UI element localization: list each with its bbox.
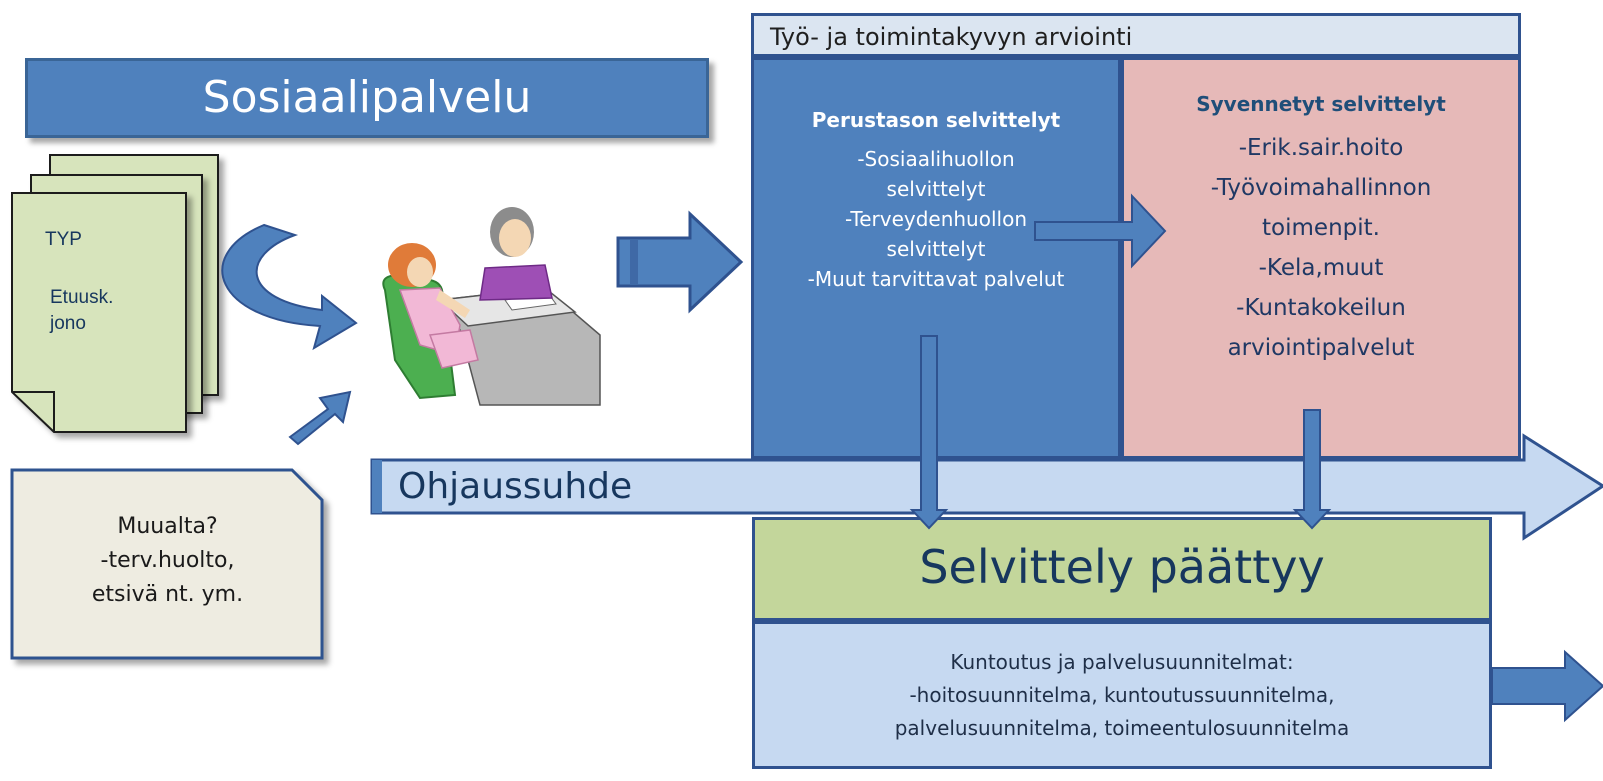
muualta-line: -terv.huolto, <box>100 548 235 573</box>
syvennetyt-item: -Kela,muut <box>1258 255 1384 281</box>
assessment-header: Työ- ja toimintakyvyn arviointi <box>751 13 1521 57</box>
perustaso-title: Perustason selvittelyt <box>811 108 1061 132</box>
perustaso-panel: Perustason selvittelyt -Sosiaalihuollon … <box>751 57 1121 459</box>
assessment-title: Työ- ja toimintakyvyn arviointi <box>770 23 1133 51</box>
perustaso-item: -Sosiaalihuollon <box>857 147 1015 171</box>
syvennetyt-list: -Erik.sair.hoito -Työvoimahallinnon toim… <box>1124 128 1518 368</box>
muualta-line: Muualta? <box>117 514 218 539</box>
syvennetyt-title: Syvennetyt selvittelyt <box>1196 92 1446 116</box>
meeting-illustration <box>365 187 601 409</box>
doc-label-jono: jono <box>50 313 86 334</box>
perustaso-item: -Terveydenhuollon <box>845 207 1027 231</box>
perustaso-list: -Sosiaalihuollon selvittelyt -Terveydenh… <box>754 144 1118 294</box>
syvennetyt-item: arviointipalvelut <box>1227 335 1415 361</box>
sosiaalipalvelu-banner: Sosiaalipalvelu <box>25 58 709 138</box>
doc-label-etuusk: Etuusk. <box>50 287 114 308</box>
selvittely-title: Selvittely päättyy <box>919 540 1325 594</box>
syvennetyt-item: -Työvoimahallinnon <box>1210 175 1432 201</box>
muualta-box-shape <box>10 468 324 660</box>
diagonal-arrow <box>288 390 352 446</box>
muualta-text: Muualta? -terv.huolto, etsivä nt. ym. <box>15 510 320 612</box>
muualta-line: etsivä nt. ym. <box>91 582 244 607</box>
document-stack <box>11 154 219 433</box>
perustaso-item: selvittelyt <box>886 237 986 261</box>
syvennetyt-item: -Kuntakokeilun <box>1236 295 1406 321</box>
kuntoutus-line: palvelusuunnitelma, toimeentulosuunnitel… <box>894 716 1350 740</box>
syvennetyt-item: -Erik.sair.hoito <box>1238 135 1404 161</box>
main-arrow <box>616 210 744 314</box>
curved-arrow <box>221 223 358 351</box>
ohjaussuhde-label: Ohjaussuhde <box>398 466 633 507</box>
perustaso-item: selvittelyt <box>886 177 986 201</box>
doc-label-typ: TYP <box>45 229 82 250</box>
kuntoutus-line: Kuntoutus ja palvelusuunnitelmat: <box>950 650 1294 674</box>
kuntoutus-line: -hoitosuunnitelma, kuntoutussuunnitelma, <box>909 683 1335 707</box>
sosiaalipalvelu-title: Sosiaalipalvelu <box>202 72 532 123</box>
syvennetyt-item: toimenpit. <box>1262 215 1380 241</box>
perustaso-item: -Muut tarvittavat palvelut <box>807 267 1065 291</box>
selvittely-box: Selvittely päättyy <box>752 517 1492 621</box>
kuntoutus-list: Kuntoutus ja palvelusuunnitelmat: -hoito… <box>755 646 1489 745</box>
syvennetyt-panel: Syvennetyt selvittelyt -Erik.sair.hoito … <box>1121 57 1521 459</box>
kuntoutus-box: Kuntoutus ja palvelusuunnitelmat: -hoito… <box>752 621 1492 769</box>
